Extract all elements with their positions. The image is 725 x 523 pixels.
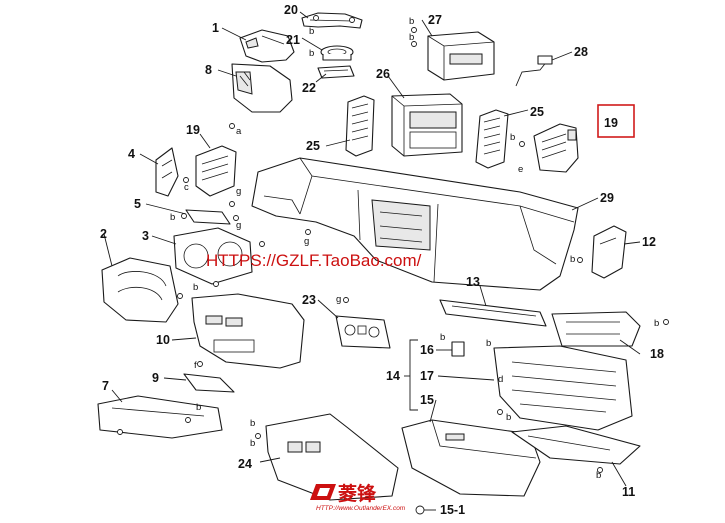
callout-3: 3 xyxy=(142,229,149,243)
part-24-console-panel xyxy=(265,413,399,501)
letter-g-2: g xyxy=(236,220,241,231)
watermark-url: HTTPS://GZLF.TaoBao.com/ xyxy=(206,251,422,270)
letter-g-4: g xyxy=(336,294,341,305)
letter-b-13: b xyxy=(250,418,255,429)
part-23-climate-control xyxy=(335,315,391,349)
callout-24: 24 xyxy=(238,457,252,471)
part-16-clip xyxy=(451,341,465,357)
fasteners xyxy=(117,123,669,473)
callout-27: 27 xyxy=(428,13,442,27)
callout-2: 2 xyxy=(100,227,107,241)
callout-20: 20 xyxy=(284,3,298,17)
callout-22: 22 xyxy=(302,81,316,95)
callout-11: 11 xyxy=(622,485,635,499)
callout-26: 26 xyxy=(376,67,390,81)
part-15-1-screw xyxy=(415,505,425,515)
part-3-meter-cluster xyxy=(173,227,253,285)
letter-f: f xyxy=(194,360,197,371)
part-8-column-cover-lower xyxy=(231,63,293,113)
letter-b-14: b xyxy=(250,438,255,449)
part-27-audio-unit xyxy=(411,27,495,81)
callout-28: 28 xyxy=(574,45,588,59)
highlight-box-19 xyxy=(597,104,635,138)
callout-18: 18 xyxy=(650,347,664,361)
callout-labels: 20 1 21 27 28 8 22 26 25 19 19 25 4 29 5… xyxy=(100,3,664,517)
callout-5: 5 xyxy=(134,197,141,211)
part-19-side-vent-right xyxy=(533,123,579,173)
letter-b-4: b xyxy=(309,48,314,59)
part-10-lower-panel xyxy=(191,293,305,369)
part-19-side-vent-left xyxy=(195,145,237,197)
letter-b-11: b xyxy=(486,338,491,349)
part-25-vent-left xyxy=(345,95,375,157)
callout-4: 4 xyxy=(128,147,135,161)
letter-b-5: b xyxy=(510,132,515,143)
callout-19: 19 xyxy=(186,123,200,137)
callout-29: 29 xyxy=(600,191,614,205)
letter-a: a xyxy=(236,126,242,137)
letter-b-16: b xyxy=(196,402,201,413)
letter-g-3: g xyxy=(304,236,309,247)
callout-19-highlight: 19 xyxy=(604,116,618,130)
callout-1: 1 xyxy=(212,21,219,35)
callout-16: 16 xyxy=(420,343,434,357)
part-21-speaker xyxy=(320,45,354,61)
letter-b-15: b xyxy=(596,470,601,481)
part-26-center-display xyxy=(391,93,463,157)
callout-14: 14 xyxy=(386,369,400,383)
letter-c: c xyxy=(184,182,189,193)
part-25-vent-right xyxy=(475,109,509,169)
part-7-knee-bracket xyxy=(97,395,223,439)
part-15-glove-box-door xyxy=(401,419,541,497)
callout-17: 17 xyxy=(420,369,434,383)
callout-15-1: 15-1 xyxy=(440,503,465,517)
letter-b-2: b xyxy=(409,32,414,43)
letter-b-6: b xyxy=(170,212,175,223)
callout-15: 15 xyxy=(420,393,434,407)
part-18-under-cover xyxy=(551,311,641,347)
part-1-column-cover-upper xyxy=(239,29,295,63)
callout-25b: 25 xyxy=(306,139,320,153)
leader-lines xyxy=(103,11,641,511)
callout-7: 7 xyxy=(102,379,109,393)
letter-b-1: b xyxy=(409,16,414,27)
callout-10: 10 xyxy=(156,333,170,347)
letter-e: e xyxy=(518,164,523,175)
letter-b-9: b xyxy=(654,318,659,329)
part-9-small-cover xyxy=(183,373,235,393)
part-12-end-cap xyxy=(591,225,627,279)
letter-b-7: b xyxy=(193,282,198,293)
part-13-trim-bar xyxy=(439,299,547,327)
letter-d: d xyxy=(498,374,503,385)
logo-url: HTTP://www.OutlanderEX.com xyxy=(316,505,406,512)
part-20-speaker-cover xyxy=(301,12,363,29)
brand-logo: 菱锋 HTTP://www.OutlanderEX.com xyxy=(310,482,406,512)
callout-21: 21 xyxy=(286,33,300,47)
letter-b-3: b xyxy=(309,26,314,37)
callout-8: 8 xyxy=(205,63,212,77)
part-5-trim-strip xyxy=(185,209,231,225)
letter-g-1: g xyxy=(236,186,241,197)
callout-9: 9 xyxy=(152,371,159,385)
part-17-glove-box-housing xyxy=(493,345,633,431)
callout-23: 23 xyxy=(302,293,316,307)
part-2-meter-hood xyxy=(101,257,179,323)
callout-13: 13 xyxy=(466,275,480,289)
letter-b-12: b xyxy=(506,412,511,423)
part-22-bracket xyxy=(317,65,355,79)
callout-25a: 25 xyxy=(530,105,544,119)
letter-b-8: b xyxy=(570,254,575,265)
callout-12: 12 xyxy=(642,235,656,249)
part-11-lower-cover xyxy=(511,425,641,465)
fastener-letters: b b b b a b e c g b g g b b b g f b b d … xyxy=(170,16,659,481)
logo-brand-text: 菱锋 xyxy=(338,482,377,505)
part-28-connector xyxy=(515,55,553,87)
letter-b-10: b xyxy=(440,332,445,343)
part-29-instrument-panel xyxy=(251,157,579,291)
part-4-side-panel xyxy=(155,147,179,197)
